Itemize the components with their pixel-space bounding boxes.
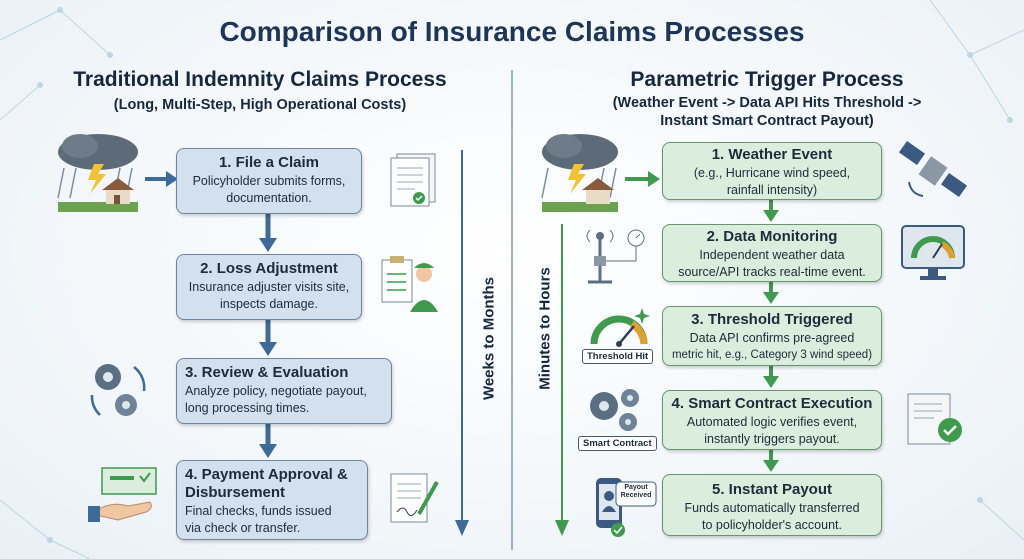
step-desc-line2: instantly triggers payout. [704, 432, 840, 446]
step-title: 3. Review & Evaluation [185, 364, 349, 381]
traditional-step-3-box: 3. Review & Evaluation Analyze policy, n… [176, 358, 392, 424]
main-title: Comparison of Insurance Claims Processes [219, 16, 805, 47]
step-desc-line1: (e.g., Hurricane wind speed, [693, 166, 851, 180]
document-signature-icon [390, 473, 439, 523]
step-title-line2: Disbursement [185, 484, 286, 501]
weather-station-icon [586, 229, 645, 284]
step-desc-line2: rainfall intensity) [726, 183, 818, 197]
step-desc-line1: Final checks, funds issued [185, 504, 332, 518]
parametric-subheading-line1: (Weather Event -> Data API Hits Threshol… [612, 95, 922, 111]
step-desc-line2: metric hit, e.g., Category 3 wind speed) [671, 349, 873, 361]
threshold-gauge-icon [590, 308, 650, 347]
storm-house-icon-right [541, 134, 618, 212]
traditional-timeline-label: Weeks to Months [480, 276, 498, 401]
step-title: 1. File a Claim [218, 154, 320, 171]
traditional-step-2-box: 2. Loss Adjustment Insurance adjuster vi… [176, 254, 362, 320]
traditional-step-1-box: 1. File a Claim Policyholder submits for… [176, 148, 362, 214]
step-desc-line2: source/API tracks real-time event. [678, 265, 866, 279]
contract-scroll-check-icon [907, 393, 962, 445]
step-title: 2. Data Monitoring [706, 228, 838, 245]
parametric-step-2-box: 2. Data Monitoring Independent weather d… [662, 224, 882, 282]
threshold-hit-chip: Threshold Hit [582, 349, 654, 364]
smart-contract-gears-icon [590, 389, 639, 431]
traditional-subheading: (Long, Multi-Step, High Operational Cost… [113, 97, 407, 113]
step-desc-line2: documentation. [226, 191, 312, 205]
step-desc-line2: via check or transfer. [185, 521, 301, 535]
step-desc-line2: inspects damage. [220, 297, 318, 311]
step-desc-line1: Insurance adjuster visits site, [188, 280, 350, 294]
step-desc-line1: Funds automatically transferred [684, 501, 860, 515]
step-desc-line2: to policyholder's account. [702, 518, 842, 532]
parametric-step-1-box: 1. Weather Event (e.g., Hurricane wind s… [662, 142, 882, 200]
step-desc-line1: Automated logic verifies event, [686, 415, 858, 429]
payout-received-label-line1: Payout [624, 484, 648, 491]
traditional-heading: Traditional Indemnity Claims Process [73, 68, 447, 91]
step-title: 5. Instant Payout [711, 481, 833, 498]
step-desc-line1: Policyholder submits forms, [192, 174, 346, 188]
step-title: 1. Weather Event [711, 146, 833, 163]
gears-cycle-icon [90, 364, 146, 416]
step-title: 4. Smart Contract Execution [671, 395, 873, 412]
step-desc-line1: Data API confirms pre-agreed [689, 331, 855, 345]
parametric-timeline-label: Minutes to Hours [536, 267, 554, 390]
hand-check-payment-icon [88, 467, 157, 522]
parametric-step-3-box: 3. Threshold Triggered Data API confirms… [662, 306, 882, 366]
parametric-subheading-line2: Instant Smart Contract Payout) [660, 113, 874, 129]
documents-icon [390, 153, 436, 207]
step-title-line1: 4. Payment Approval & [185, 466, 348, 483]
payout-received-label-line2: Received [620, 492, 652, 499]
step-title: 2. Loss Adjustment [200, 260, 338, 277]
parametric-heading: Parametric Trigger Process [630, 68, 904, 91]
parametric-step-4-box: 4. Smart Contract Execution Automated lo… [662, 390, 882, 450]
traditional-step-4-box: 4. Payment Approval & Disbursement Final… [176, 460, 368, 540]
column-divider [511, 70, 513, 550]
step-desc-line2: long processing times. [185, 401, 310, 415]
step-title: 3. Threshold Triggered [691, 311, 853, 328]
storm-house-icon [57, 134, 138, 212]
satellite-icon [898, 140, 968, 198]
smart-contract-chip: Smart Contract [578, 436, 657, 451]
parametric-step-5-box: 5. Instant Payout Funds automatically tr… [662, 474, 882, 536]
step-desc-line1: Analyze policy, negotiate payout, [185, 384, 367, 398]
step-desc-line1: Independent weather data [699, 248, 845, 262]
phone-payout-icon [596, 478, 657, 537]
insurance-adjuster-icon [381, 256, 438, 312]
monitor-gauge-icon [901, 225, 965, 280]
